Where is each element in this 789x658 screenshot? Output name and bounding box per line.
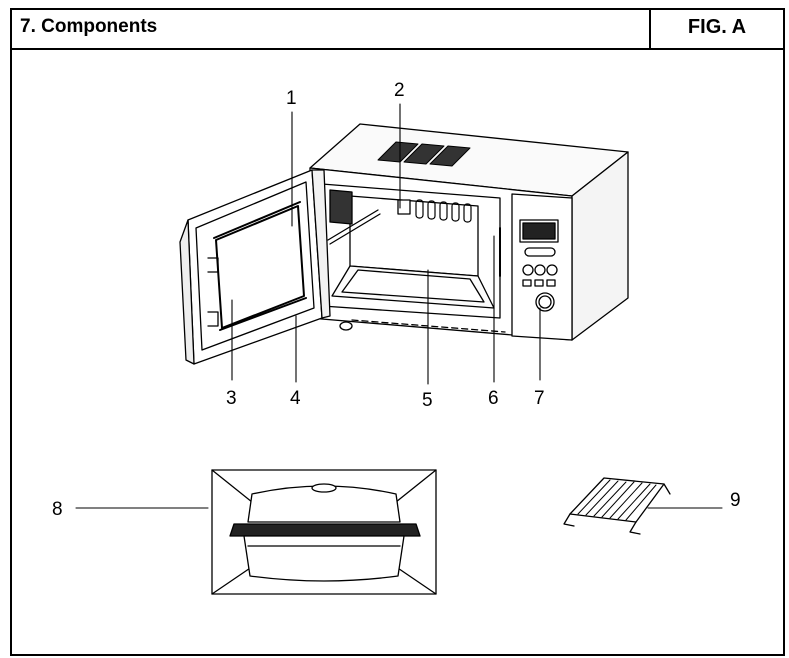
callout-1: 1 [286,88,297,109]
microwave-door [179,169,331,365]
figure-label-box: FIG. A [649,10,783,48]
figure-label: FIG. A [687,16,747,38]
section-header: 7. Components FIG. A [12,10,783,50]
callout-numbers: 1 2 3 4 5 6 7 8 9 [52,80,741,520]
callout-9: 9 [730,490,741,511]
control-panel [511,193,573,341]
callout-3: 3 [226,388,237,409]
callout-4: 4 [290,388,301,409]
grill-rack [563,477,671,535]
callout-leaders [75,103,723,509]
top-vents [377,141,471,167]
callout-8: 8 [52,499,63,520]
callout-2: 2 [394,80,405,101]
callout-7: 7 [534,388,545,409]
steamer-accessory [211,469,437,595]
callout-6: 6 [488,388,499,409]
page-frame: 7. Components FIG. A [10,8,785,656]
callout-5: 5 [422,390,433,411]
microwave-oven [309,123,629,341]
section-title: 7. Components [20,16,158,37]
